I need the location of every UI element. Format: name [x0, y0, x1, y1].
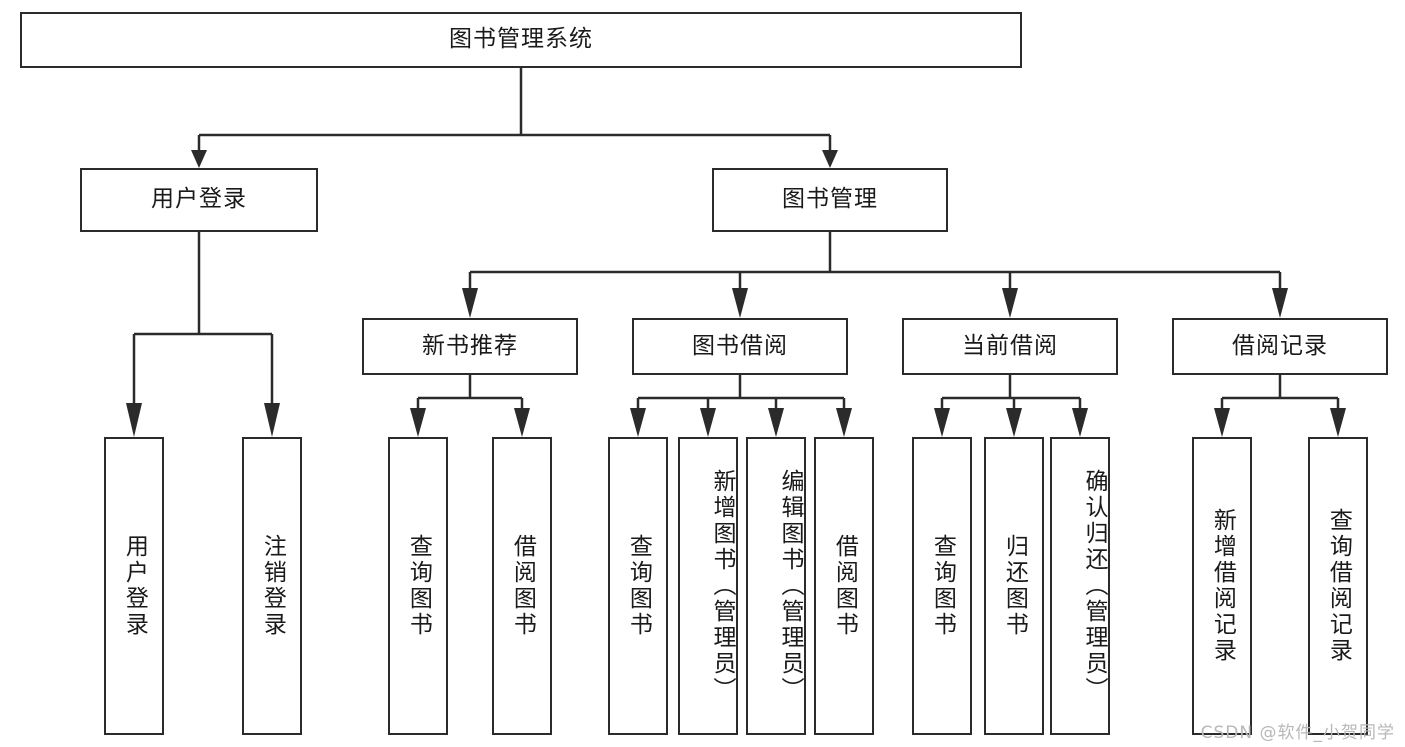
arrow-leaf-borrow-book-1 [514, 408, 530, 437]
arrow-leaf-add-record [1214, 408, 1230, 437]
leaf-return-book[interactable]: 归还图书 [984, 437, 1044, 735]
leaf-borrow-book-recommend[interactable]: 借阅图书 [492, 437, 552, 735]
arrow-current-borrow [1002, 288, 1018, 318]
arrow-leaf-query-book-3 [934, 408, 950, 437]
arrow-leaf-return-book [1006, 408, 1022, 437]
leaf-query-book-borrow[interactable]: 查询图书 [608, 437, 668, 735]
arrow-leaf-borrow-book-2 [836, 408, 852, 437]
arrow-user-login [191, 150, 207, 168]
node-new-book-recommend[interactable]: 新书推荐 [362, 318, 578, 375]
node-current-borrow[interactable]: 当前借阅 [902, 318, 1118, 375]
node-book-management[interactable]: 图书管理 [712, 168, 948, 232]
arrow-leaf-user-login [126, 403, 142, 437]
arrow-leaf-add-book [700, 408, 716, 437]
leaf-edit-book[interactable]: 编辑图书（管理员） [746, 437, 806, 735]
arrow-leaf-query-book-1 [410, 408, 426, 437]
leaf-user-login[interactable]: 用户登录 [104, 437, 164, 735]
leaf-user-logout[interactable]: 注销登录 [242, 437, 302, 735]
arrow-leaf-query-record [1330, 408, 1346, 437]
arrow-new-book-recommend [462, 288, 478, 318]
arrow-leaf-confirm-return [1072, 408, 1088, 437]
arrow-leaf-edit-book [768, 408, 784, 437]
arrow-book-borrow [732, 288, 748, 318]
leaf-add-book[interactable]: 新增图书（管理员） [678, 437, 738, 735]
node-root-system[interactable]: 图书管理系统 [20, 12, 1022, 68]
leaf-confirm-return[interactable]: 确认归还（管理员） [1050, 437, 1110, 735]
leaf-query-borrow-record[interactable]: 查询借阅记录 [1308, 437, 1368, 735]
leaf-add-borrow-record[interactable]: 新增借阅记录 [1192, 437, 1252, 735]
node-user-login[interactable]: 用户登录 [80, 168, 318, 232]
arrow-leaf-query-book-2 [630, 408, 646, 437]
leaf-query-book-recommend[interactable]: 查询图书 [388, 437, 448, 735]
arrow-leaf-user-logout [264, 403, 280, 437]
leaf-borrow-book-borrow[interactable]: 借阅图书 [814, 437, 874, 735]
arrow-borrow-record [1272, 288, 1288, 318]
node-book-borrow[interactable]: 图书借阅 [632, 318, 848, 375]
arrow-book-management [822, 150, 838, 168]
leaf-query-book-current[interactable]: 查询图书 [912, 437, 972, 735]
node-borrow-record[interactable]: 借阅记录 [1172, 318, 1388, 375]
watermark: CSDN @软件_小贺同学 [1200, 723, 1395, 743]
